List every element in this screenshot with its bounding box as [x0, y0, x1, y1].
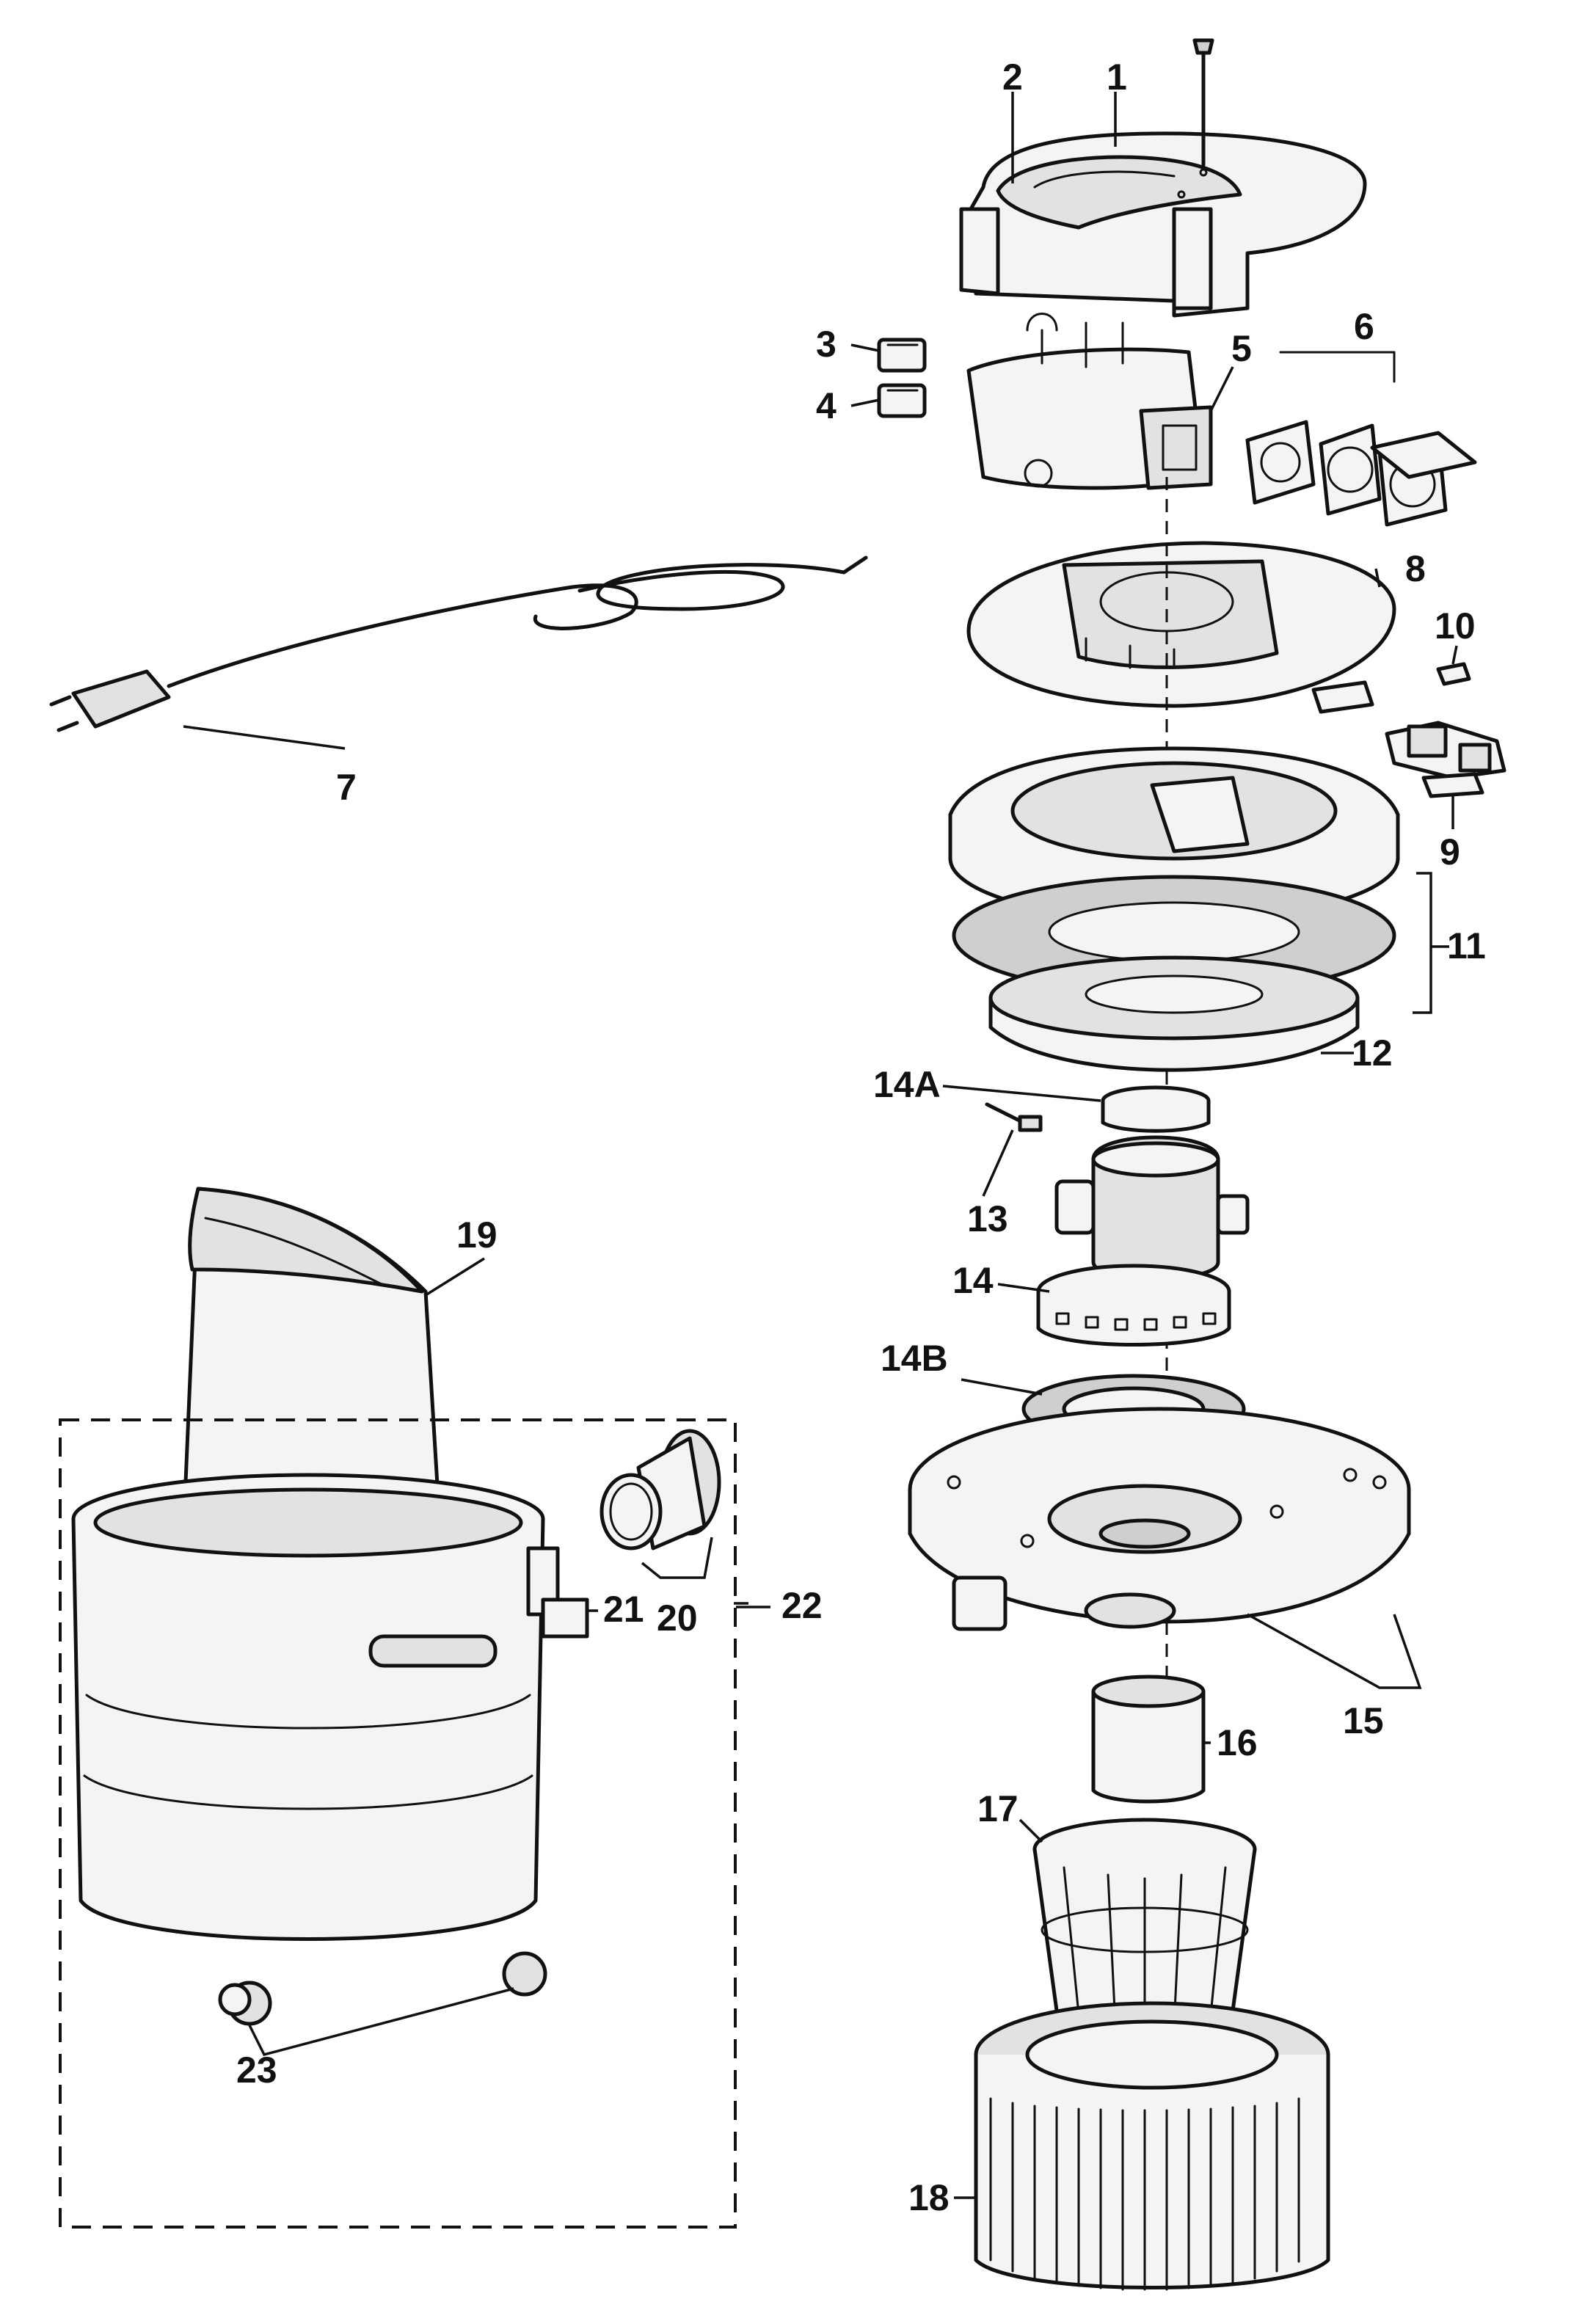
- label-part-2: 2: [1002, 57, 1023, 98]
- part-motor: [985, 1085, 1250, 1444]
- part-power-cord: [49, 555, 868, 732]
- label-part-14b: 14B: [881, 1338, 948, 1379]
- label-part-20: 20: [657, 1597, 698, 1639]
- part-tube: [1091, 1675, 1206, 1804]
- label-part-9: 9: [1440, 831, 1460, 872]
- part-motor-head-upper: [966, 477, 1396, 1710]
- part-lower-housing: [908, 1407, 1411, 1631]
- label-part-13: 13: [967, 1198, 1008, 1239]
- label-part-8: 8: [1405, 548, 1426, 589]
- part-lower-ring: [988, 955, 1360, 1072]
- part-filter-plates: [1245, 351, 1477, 527]
- label-part-7: 7: [336, 767, 357, 808]
- part-pleated-filter: [974, 2001, 1330, 2291]
- label-part-4: 4: [816, 385, 837, 426]
- label-part-19: 19: [456, 1214, 498, 1256]
- label-part-14a: 14A: [873, 1064, 941, 1105]
- label-part-11: 11: [1447, 925, 1486, 966]
- label-part-17: 17: [977, 1788, 1019, 1829]
- part-top-cover: [959, 38, 1367, 332]
- label-part-1: 1: [1107, 57, 1127, 98]
- part-switch-housing: [877, 321, 1213, 490]
- label-part-6: 6: [1354, 306, 1374, 347]
- label-part-10: 10: [1435, 605, 1476, 646]
- label-part-18: 18: [908, 2177, 950, 2218]
- part-dust-bag: [181, 1187, 442, 1536]
- part-switch-unit: [1385, 662, 1506, 798]
- label-part-22: 22: [781, 1585, 823, 1626]
- label-part-5: 5: [1231, 328, 1252, 369]
- label-part-21: 21: [603, 1589, 644, 1630]
- part-container: [59, 1418, 737, 2229]
- leader-lines: [183, 92, 1458, 2199]
- label-part-12: 12: [1352, 1032, 1393, 1074]
- label-part-23: 23: [236, 2049, 277, 2091]
- part-labels: 1 2 3 4 5 6 7 8 9 10 11 12 13 14 14A 14B…: [236, 57, 1486, 2218]
- label-part-15: 15: [1343, 1700, 1384, 1741]
- part-filter-cage: [1032, 1818, 1257, 2030]
- label-part-14: 14: [952, 1260, 994, 1301]
- label-part-16: 16: [1217, 1722, 1258, 1763]
- part-inlet-elbow: [600, 1429, 721, 1551]
- label-part-3: 3: [816, 324, 837, 365]
